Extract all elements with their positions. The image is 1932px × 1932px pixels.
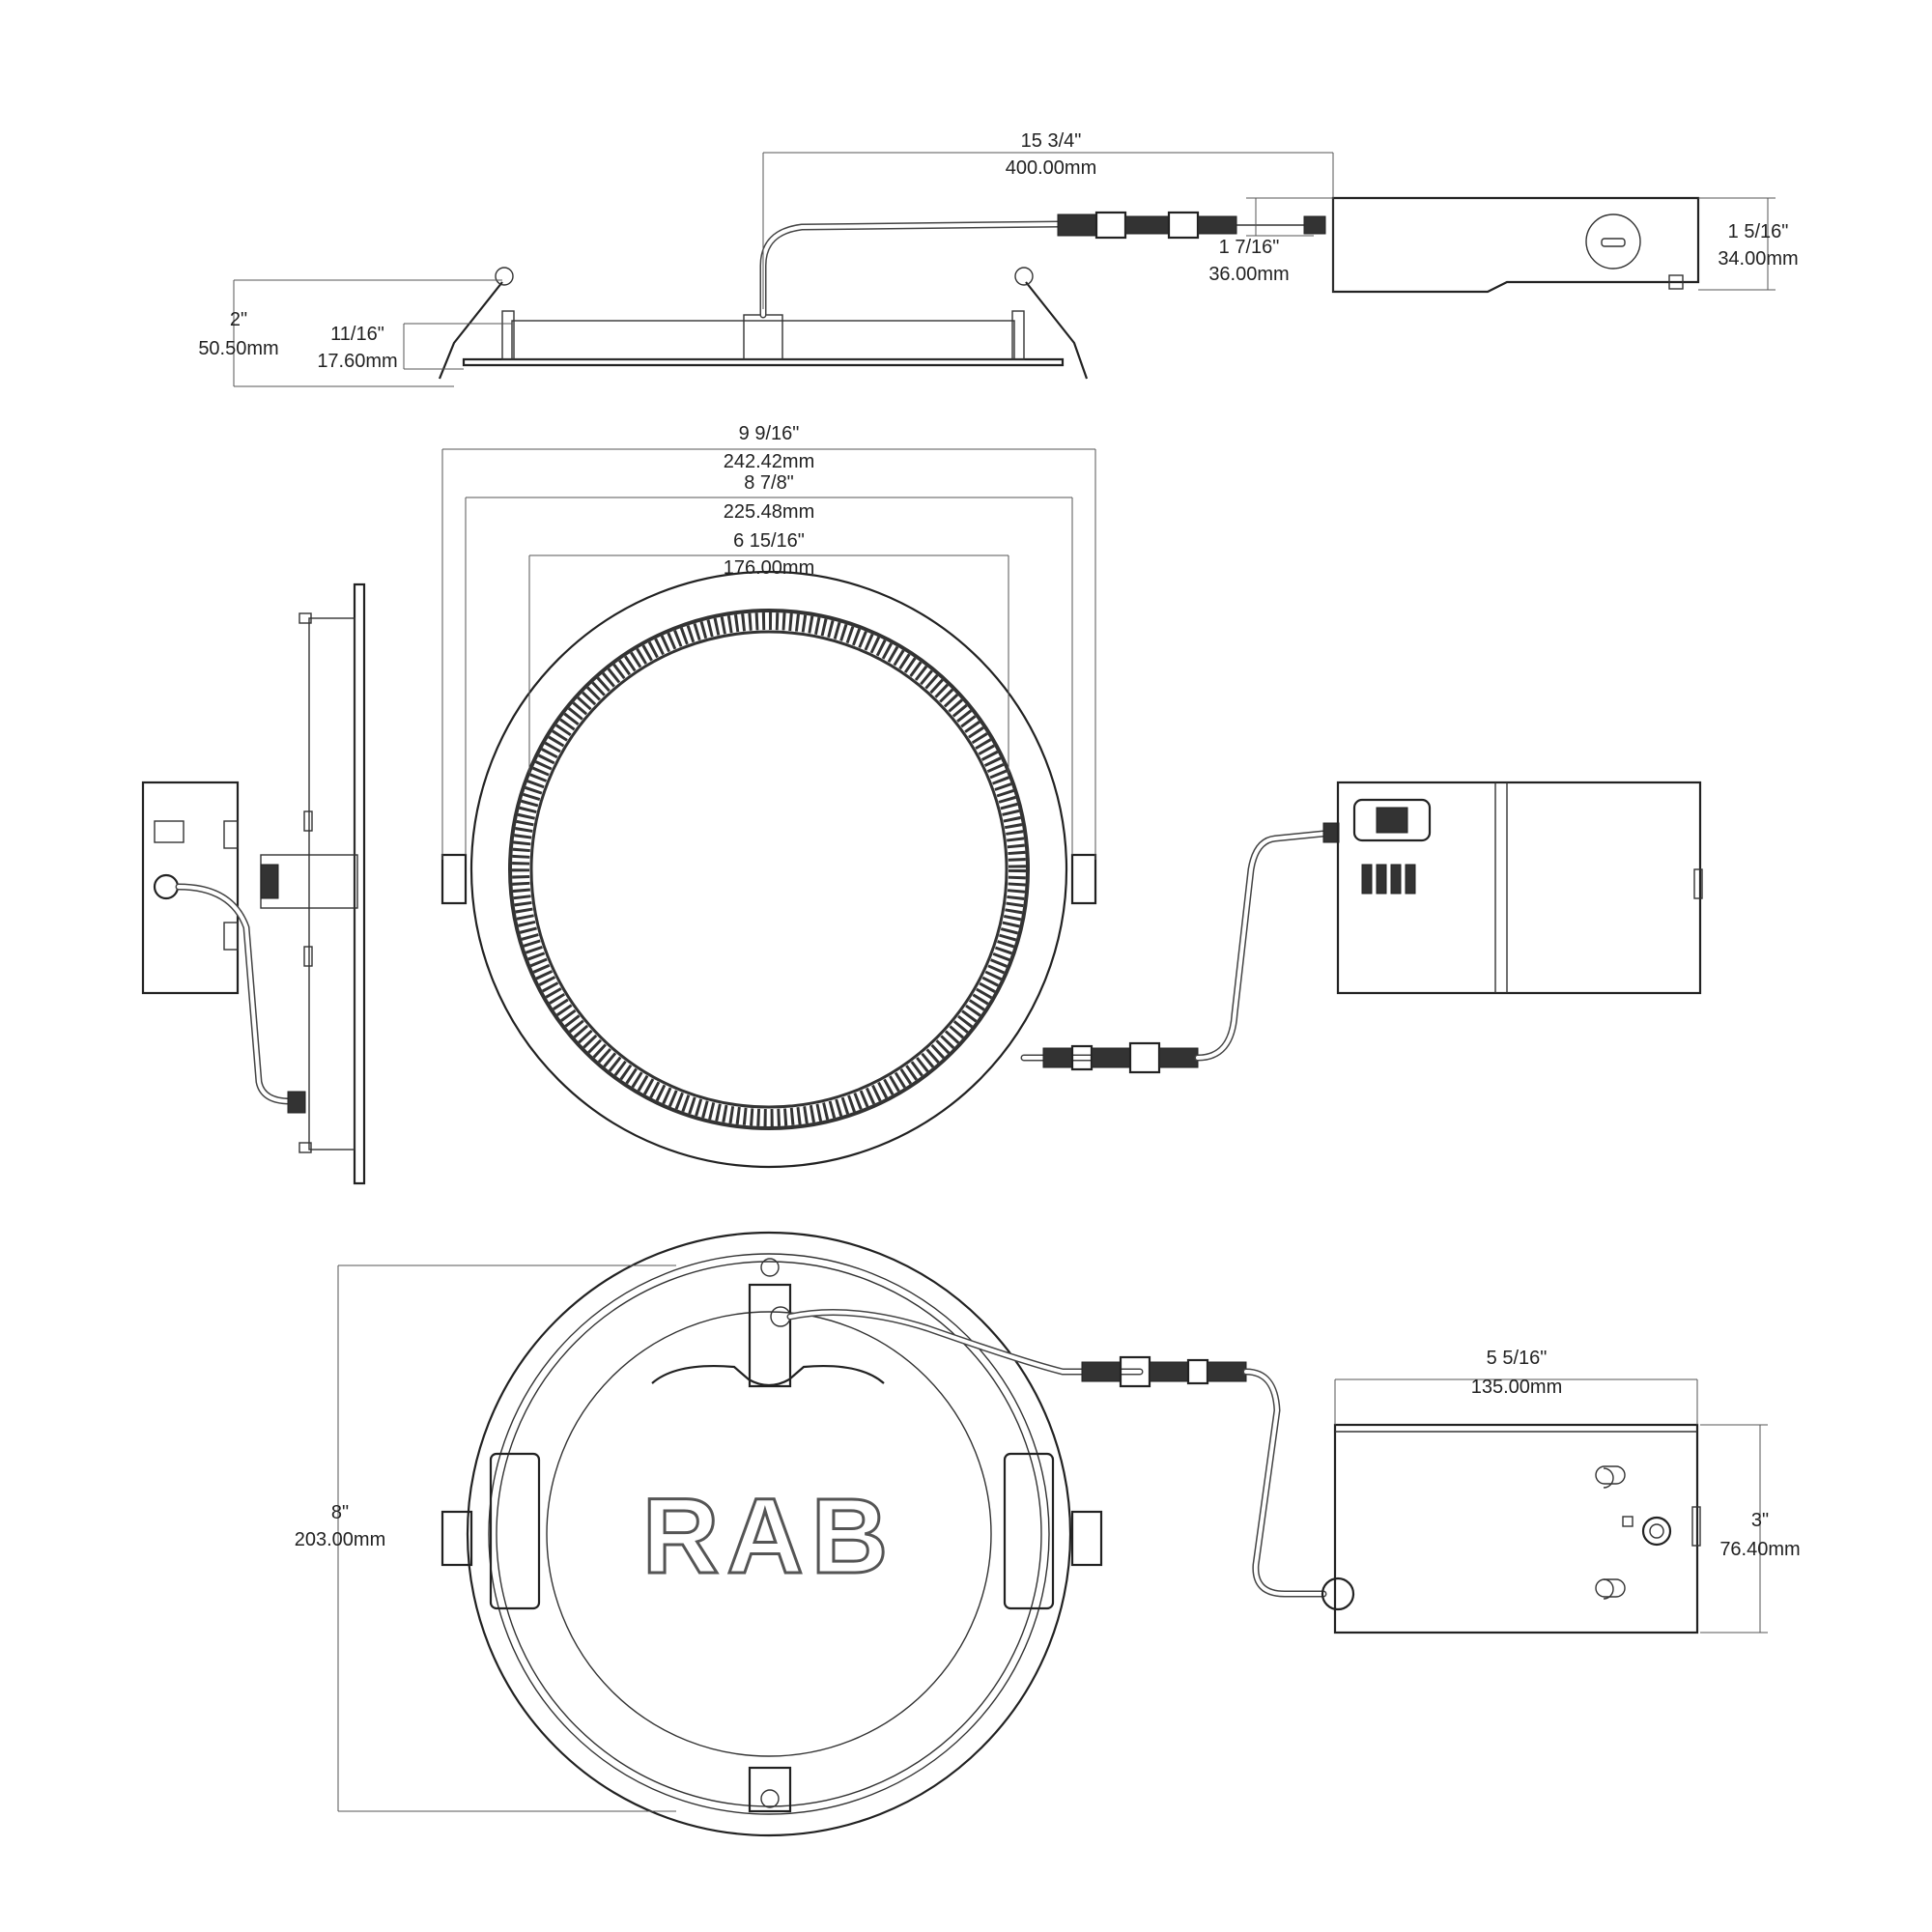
lens-diameter-mm: 176.00mm xyxy=(724,557,815,579)
lens-diameter-inch: 6 15/16" xyxy=(733,530,805,552)
spring-span-inch: 8 7/8" xyxy=(744,472,794,494)
back-diameter-inch: 8" xyxy=(331,1502,349,1523)
dimension-lines xyxy=(233,152,1776,1812)
driver-length-inch: 5 5/16" xyxy=(1487,1348,1548,1369)
outer-diameter-mm: 242.42mm xyxy=(724,451,815,472)
spring-span-mm: 225.48mm xyxy=(724,501,815,523)
outer-diameter-inch: 9 9/16" xyxy=(739,423,800,444)
terminal-block xyxy=(1361,864,1416,895)
side-view-top xyxy=(438,196,1700,380)
front-view xyxy=(440,570,1703,1169)
driver-height-inch: 1 5/16" xyxy=(1728,221,1789,242)
total-height-inch: 2" xyxy=(230,309,247,330)
driver-width-inch: 3" xyxy=(1751,1510,1769,1531)
rab-logo: RAB xyxy=(642,1477,895,1596)
back-diameter-mm: 203.00mm xyxy=(295,1529,386,1550)
back-view: RAB xyxy=(440,1231,1701,1837)
connector-offset-inch: 1 7/16" xyxy=(1219,237,1280,258)
driver-height-mm: 34.00mm xyxy=(1718,248,1798,270)
trim-height-mm: 17.60mm xyxy=(317,351,397,372)
driver-length-mm: 135.00mm xyxy=(1471,1377,1563,1398)
trim-height-inch: 11/16" xyxy=(330,324,384,345)
cable-length-inch: 15 3/4" xyxy=(1021,130,1082,152)
total-height-mm: 50.50mm xyxy=(198,338,278,359)
cable-length-mm: 400.00mm xyxy=(1006,157,1097,179)
dimension-labels: 15 3/4" 400.00mm 2" 50.50mm 11/16" 17.60… xyxy=(198,130,1800,1560)
driver-width-mm: 76.40mm xyxy=(1719,1539,1800,1560)
side-view-left xyxy=(141,582,366,1185)
connector-offset-mm: 36.00mm xyxy=(1208,264,1289,285)
